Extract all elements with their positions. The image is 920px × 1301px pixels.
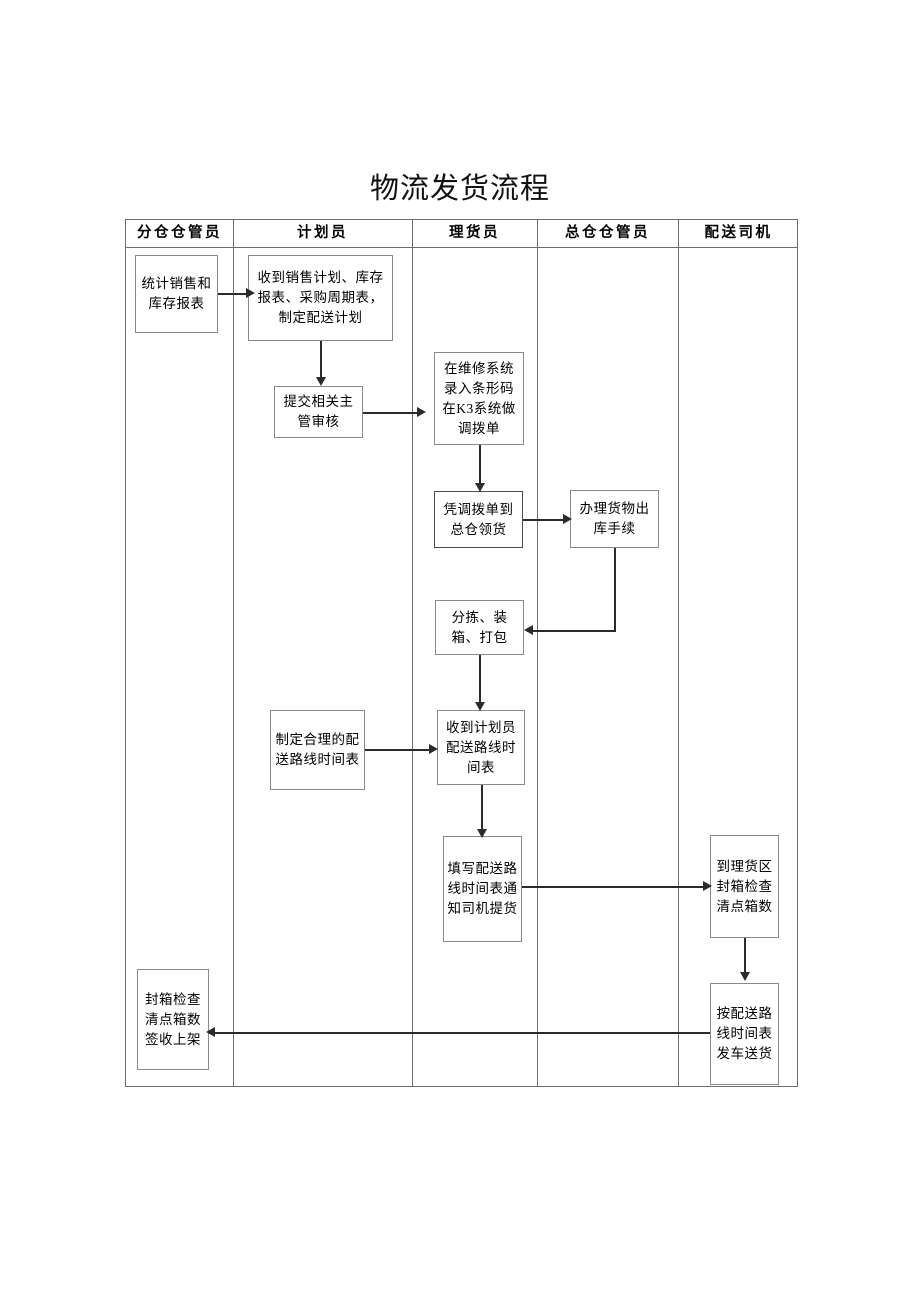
lane-divider-4: [678, 220, 679, 1086]
node-label: 办理货物出库手续: [579, 501, 650, 536]
arrowhead-n6-n7: [524, 625, 533, 635]
node-seal-check-count-boxes-at-area[interactable]: 到理货区封箱检查清点箱数: [710, 835, 779, 938]
arrowhead-n4-n5: [475, 483, 485, 492]
arrowhead-n2-n3: [316, 377, 326, 386]
node-make-reasonable-route-schedule[interactable]: 制定合理的配送路线时间表: [270, 710, 365, 790]
node-label: 凭调拨单到总仓领货: [443, 501, 514, 537]
node-label: 到理货区封箱检查清点箱数: [716, 858, 773, 914]
arrowhead-n8-n9: [429, 744, 438, 754]
connector-n2-n3: [320, 341, 322, 381]
node-label: 提交相关主管审核: [283, 394, 354, 429]
arrowhead-n1-n2: [246, 288, 255, 298]
node-label: 按配送路线时间表发车送货: [716, 1006, 773, 1061]
connector-n7-n9: [479, 655, 481, 707]
connector-n1-n2: [218, 293, 248, 295]
connector-n5-n6: [523, 519, 565, 521]
node-label: 制定合理的配送路线时间表: [275, 732, 360, 767]
node-label: 统计销售和库存报表: [141, 276, 212, 311]
node-label: 收到计划员配送路线时间表: [446, 719, 516, 775]
connector-n10-n11: [522, 886, 707, 888]
node-process-outbound-procedures[interactable]: 办理货物出库手续: [570, 490, 659, 548]
node-receive-plans-make-delivery-plan[interactable]: 收到销售计划、库存报表、采购周期表，制定配送计划: [248, 255, 393, 341]
connector-n6-n7-horizontal: [527, 630, 616, 632]
node-submit-supervisor-review[interactable]: 提交相关主管审核: [274, 386, 363, 438]
node-label: 封箱检查清点箱数签收上架: [145, 991, 201, 1047]
connector-n3-n4: [363, 412, 419, 414]
node-enter-barcode-k3-transfer-order[interactable]: 在维修系统录入条形码在K3系统做调拨单: [434, 352, 524, 445]
node-fill-route-schedule-notify-driver[interactable]: 填写配送路线时间表通知司机提货: [443, 836, 522, 942]
connector-n8-n9: [365, 749, 431, 751]
arrowhead-n12-n13: [206, 1027, 215, 1037]
connector-n12-n13: [209, 1032, 711, 1034]
arrowhead-n3-n4: [417, 407, 426, 417]
node-label: 收到销售计划、库存报表、采购周期表，制定配送计划: [257, 270, 384, 325]
arrowhead-n5-n6: [563, 514, 572, 524]
node-receive-planner-route-schedule[interactable]: 收到计划员配送路线时间表: [437, 710, 525, 785]
connector-n4-n5: [479, 445, 481, 487]
lane-header-main-warehouse-keeper: 总仓仓管员: [565, 225, 650, 241]
arrowhead-n11-n12: [740, 972, 750, 981]
node-dispatch-by-route-schedule[interactable]: 按配送路线时间表发车送货: [710, 983, 779, 1085]
node-label: 填写配送路线时间表通知司机提货: [447, 861, 518, 916]
arrowhead-n10-n11: [703, 881, 712, 891]
connector-n6-n7-vertical: [614, 548, 616, 631]
node-sort-pack-box[interactable]: 分拣、装箱、打包: [435, 600, 524, 655]
page-title: 物流发货流程: [369, 173, 550, 205]
node-seal-check-sign-shelve[interactable]: 封箱检查清点箱数签收上架: [137, 969, 209, 1070]
node-statistics-sales-inventory-report[interactable]: 统计销售和库存报表: [135, 255, 218, 333]
lane-header-stock-clerk: 理货员: [449, 225, 500, 241]
header-divider: [126, 247, 797, 248]
node-collect-goods-with-transfer-order[interactable]: 凭调拨单到总仓领货: [434, 491, 523, 548]
lane-header-branch-warehouse-keeper: 分仓仓管员: [137, 225, 222, 241]
arrowhead-n9-n10: [477, 829, 487, 838]
node-label: 分拣、装箱、打包: [451, 609, 508, 645]
arrowhead-n7-n9: [475, 702, 485, 711]
connector-n11-n12: [744, 938, 746, 976]
lane-divider-2: [412, 220, 413, 1086]
lane-divider-1: [233, 220, 234, 1086]
node-label: 在维修系统录入条形码在K3系统做调拨单: [442, 360, 516, 436]
lane-header-delivery-driver: 配送司机: [704, 225, 773, 241]
connector-n9-n10: [481, 785, 483, 833]
lane-header-planner: 计划员: [297, 225, 348, 241]
lane-divider-3: [537, 220, 538, 1086]
